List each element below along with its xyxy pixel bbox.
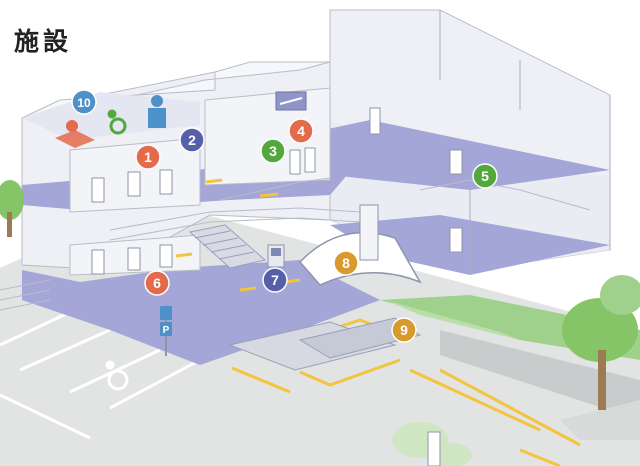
male-restroom-icon xyxy=(148,95,166,128)
marker-4[interactable]: 4 xyxy=(288,118,314,144)
curb xyxy=(440,330,640,420)
svg-text:8: 8 xyxy=(342,255,350,271)
marker-6[interactable]: 6 xyxy=(144,270,170,296)
svg-text:10: 10 xyxy=(77,96,91,110)
parking-wheelchair-icon xyxy=(105,360,129,391)
svg-text:2: 2 xyxy=(188,132,196,148)
marker-2[interactable]: 2 xyxy=(179,127,205,153)
road-markings xyxy=(231,318,581,466)
marker-3[interactable]: 3 xyxy=(260,138,286,164)
marker-8[interactable]: 8 xyxy=(333,250,359,276)
svg-text:5: 5 xyxy=(481,168,489,184)
railings xyxy=(109,177,591,241)
markers: 1 2 3 4 5 6 7 8 9 10 xyxy=(71,89,498,343)
marker-10[interactable]: 10 xyxy=(71,89,97,115)
marker-7[interactable]: 7 xyxy=(262,267,288,293)
svg-text:9: 9 xyxy=(400,322,408,338)
doors xyxy=(91,107,463,275)
female-restroom-icon xyxy=(55,120,95,148)
marker-1[interactable]: 1 xyxy=(135,144,161,170)
floor-1f xyxy=(22,260,380,365)
signpost xyxy=(427,431,441,466)
marker-9[interactable]: 9 xyxy=(391,317,417,343)
trees xyxy=(0,180,640,466)
marker-5[interactable]: 5 xyxy=(472,163,498,189)
parking-letter: P xyxy=(163,325,170,336)
baby-changing-icon xyxy=(275,91,307,111)
svg-text:3: 3 xyxy=(269,143,277,159)
fence xyxy=(0,279,51,311)
staircase xyxy=(188,224,267,269)
entrance-canopy xyxy=(298,204,422,286)
svg-text:1: 1 xyxy=(144,149,152,165)
svg-text:7: 7 xyxy=(271,272,279,288)
svg-text:6: 6 xyxy=(153,275,161,291)
info-kiosk xyxy=(267,244,285,268)
svg-text:4: 4 xyxy=(297,123,305,139)
page-title: 施設 xyxy=(14,27,73,56)
wheelchair-icon xyxy=(107,109,127,135)
parking-sign: P xyxy=(160,305,172,356)
